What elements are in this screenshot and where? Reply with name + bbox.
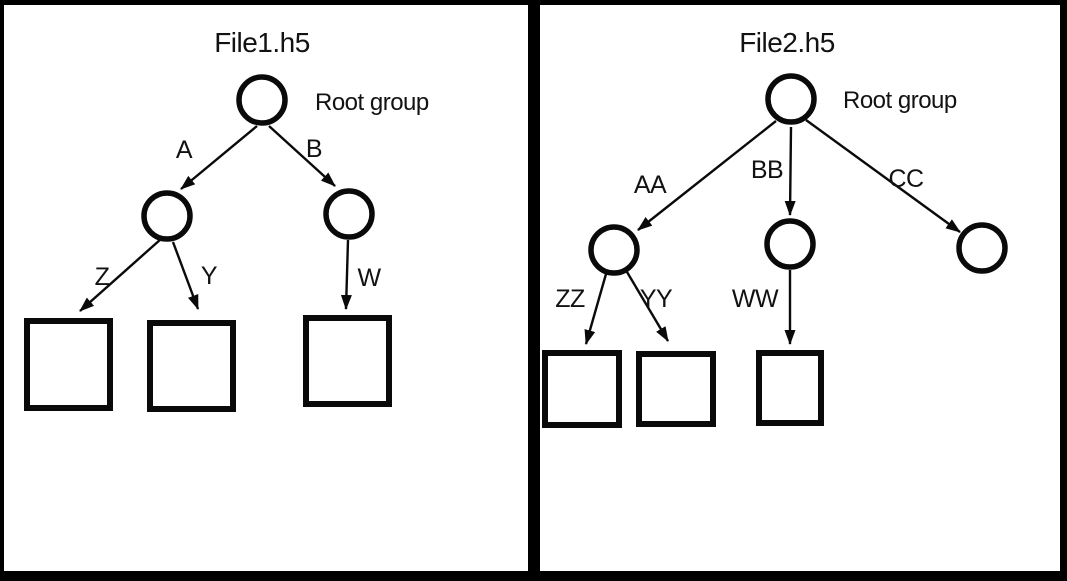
file2-edge-aa [637, 120, 777, 231]
file2-edge-yy [625, 271, 670, 342]
file1-root-group-node [236, 74, 288, 126]
file1-edge-b [268, 125, 336, 187]
file1-edge-a-label: A [176, 136, 193, 164]
file2-edge-yy-label: YY [640, 285, 673, 313]
file2-dataset-zz-node [542, 350, 622, 428]
file1-edge-b-label: B [306, 135, 322, 163]
file2-root-group-node [765, 73, 817, 125]
file1-panel [4, 5, 528, 571]
file1-dataset-w-node [303, 315, 392, 407]
file2-edge-aa-label: AA [634, 171, 667, 199]
file1-edge-z [79, 238, 162, 312]
file1-edge-z-label: Z [95, 263, 110, 291]
file2-group-cc-node [956, 222, 1008, 274]
file2-edge-zz-label: ZZ [555, 285, 585, 313]
file2-edge-bb-label: BB [751, 156, 783, 184]
file1-diagram: File1.h5 Root group A B Z Y W [24, 27, 429, 412]
file1-group-a-node [141, 190, 193, 242]
file2-panel [540, 5, 1060, 571]
file2-dataset-ww-node [756, 350, 824, 426]
file2-edge-cc-label: CC [888, 165, 924, 193]
file2-group-aa-node [588, 224, 640, 276]
file2-edge-zz [584, 273, 608, 345]
file2-edge-ww-label: WW [732, 285, 779, 313]
file1-edge-y [171, 241, 200, 310]
file2-diagram: File2.h5 Root group AA BB CC ZZ YY WW [542, 27, 1008, 428]
file1-group-b-node [323, 188, 375, 240]
file1-edge-w [340, 239, 352, 310]
file1-edge-w-label: W [357, 264, 381, 292]
file2-root-group-label: Root group [843, 87, 957, 114]
file1-edge-a [180, 125, 258, 190]
file2-edge-cc [805, 119, 961, 233]
file1-dataset-z-node [24, 318, 113, 411]
file1-dataset-y-node [147, 320, 236, 412]
file1-title: File1.h5 [214, 27, 310, 58]
file2-edge-bb [784, 126, 796, 216]
file1-edge-y-label: Y [201, 262, 218, 290]
file2-group-bb-node [764, 218, 816, 270]
file2-dataset-yy-node [636, 351, 716, 427]
file2-title: File2.h5 [739, 27, 835, 58]
file1-root-group-label: Root group [315, 89, 429, 116]
